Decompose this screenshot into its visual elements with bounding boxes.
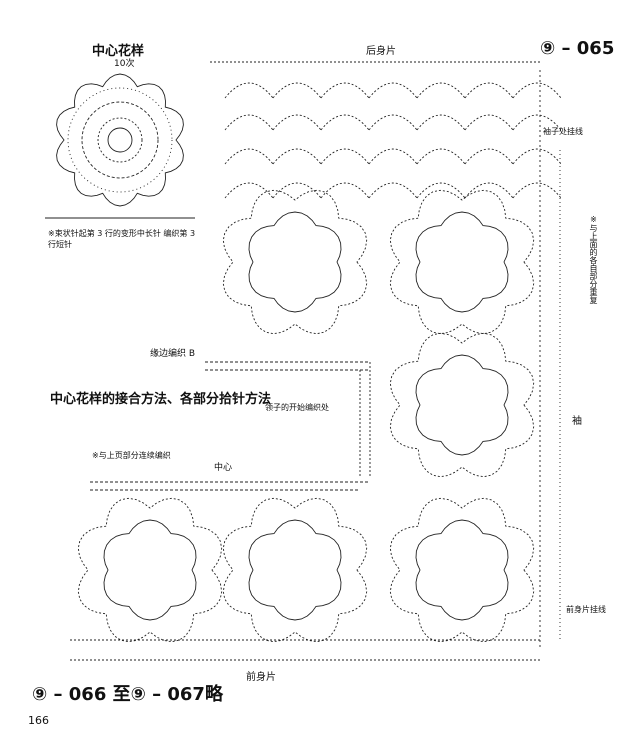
sleeve-seam-label: 袖子处挂线 (543, 127, 583, 136)
edge-b-label: 缘边编织 B (150, 349, 196, 359)
fan-stitch (368, 114, 418, 131)
fan-stitch (512, 148, 562, 165)
back-body-chart (224, 82, 562, 199)
flower-motif-outline (77, 497, 223, 643)
flower-motif-center (248, 519, 342, 621)
fan-stitch (272, 114, 322, 131)
fan-stitch (224, 182, 274, 199)
center-motif-chart (56, 73, 184, 207)
fan-stitch (320, 182, 370, 199)
flower-motif-center (415, 519, 509, 621)
center-label: 中心 (214, 463, 233, 473)
motif-note: ※束状针起第 3 行的变形中长针 编织第 3 行短针 (48, 229, 196, 249)
fan-stitch (512, 82, 562, 99)
fan-stitch (224, 114, 274, 131)
fan-stitch (320, 82, 370, 99)
continue-note: ※与上页部分连续编织 (92, 451, 171, 460)
back-body-label: 后身片 (366, 46, 396, 57)
flower-motif-outline (389, 497, 535, 643)
fan-stitch (416, 182, 466, 199)
flower-motif-outline (389, 189, 535, 335)
pattern-code: ⑨ – 065 (540, 38, 615, 59)
motif-repeat-count: 10次 (114, 59, 135, 69)
fan-stitch (464, 82, 514, 99)
flower-motif-outline (222, 497, 368, 643)
fan-stitch (224, 148, 274, 165)
fan-stitch (464, 182, 514, 199)
repeat-note: ※与上面的各自部分重复 (589, 215, 598, 304)
flower-motif-center (415, 211, 509, 313)
front-seam-label: 前身片挂线 (566, 605, 606, 614)
fan-stitch (512, 182, 562, 199)
fan-stitch (368, 148, 418, 165)
flower-motif-center (103, 519, 197, 621)
flower-motif-outline (222, 189, 368, 335)
omitted-codes: ⑨ – 066 至⑨ – 067略 (32, 684, 223, 705)
fan-stitch (320, 114, 370, 131)
collar-start-label: 领子的开始编织处 (265, 403, 329, 412)
fan-stitch (368, 82, 418, 99)
front-body-label: 前身片 (246, 672, 276, 683)
fan-stitch (464, 148, 514, 165)
flower-motifs (77, 189, 535, 643)
fan-stitch (512, 114, 562, 131)
fan-stitch (272, 82, 322, 99)
fan-stitch (272, 148, 322, 165)
edge-lines (45, 61, 561, 661)
flower-motif-outline (389, 332, 535, 478)
fan-stitch (272, 182, 322, 199)
motif-title: 中心花样 (92, 44, 145, 59)
fan-stitch (416, 148, 466, 165)
flower-motif-center (415, 354, 509, 456)
fan-stitch (320, 148, 370, 165)
page-number: 166 (28, 714, 49, 727)
fan-stitch (416, 114, 466, 131)
fan-stitch (416, 82, 466, 99)
fan-stitch (368, 182, 418, 199)
fan-stitch (464, 114, 514, 131)
sleeve-label: 袖 (572, 416, 582, 427)
section-title: 中心花样的接合方法、各部分拾针方法 (50, 392, 272, 407)
fan-stitch (224, 82, 274, 99)
flower-motif-center (248, 211, 342, 313)
